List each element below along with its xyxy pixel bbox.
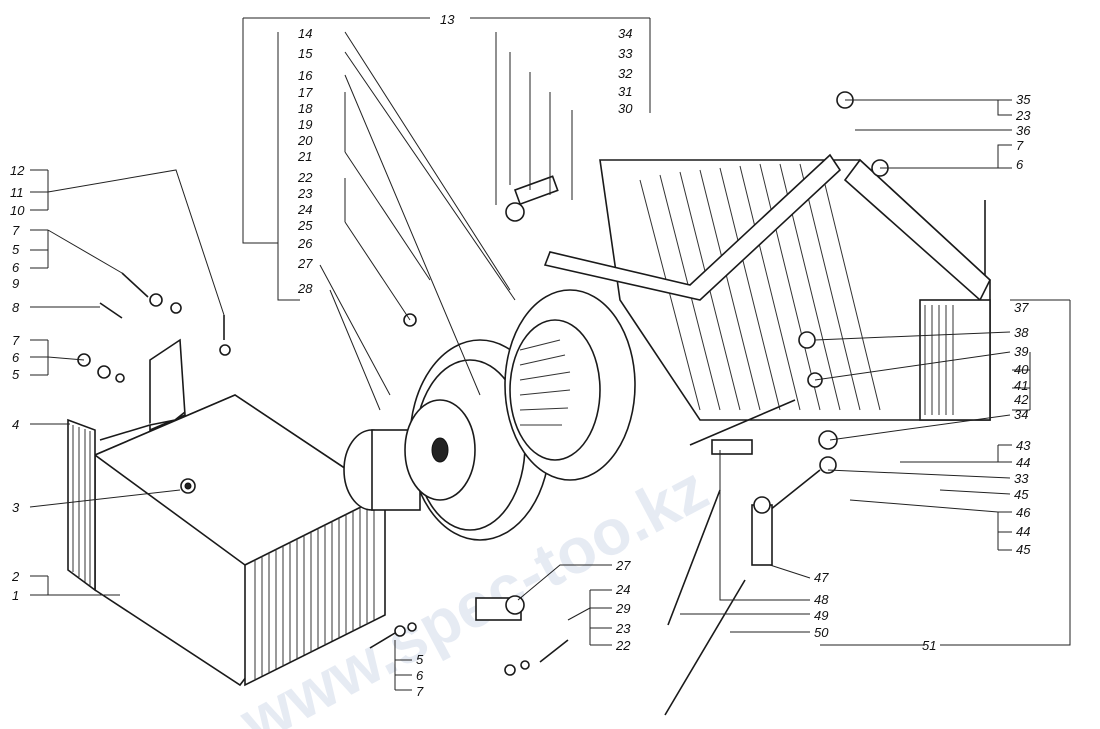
callout-50: 50 [814, 625, 829, 640]
callout-39: 39 [1014, 344, 1028, 359]
callout-12: 12 [10, 163, 25, 178]
leader-lines [29, 17, 1071, 691]
callout-48: 48 [814, 592, 829, 607]
callout-21: 21 [297, 149, 312, 164]
callout-43: 43 [1016, 438, 1031, 453]
callout-22: 22 [297, 170, 313, 185]
callout-8: 8 [12, 300, 20, 315]
callout-24: 24 [297, 202, 312, 217]
callout-23: 23 [297, 186, 313, 201]
callout-42: 42 [1014, 392, 1029, 407]
callout-28: 28 [297, 281, 313, 296]
callout-15: 15 [298, 46, 313, 61]
callout-9: 9 [12, 276, 19, 291]
callout-16: 16 [298, 68, 313, 83]
callout-31: 31 [618, 84, 632, 99]
callout-45: 45 [1014, 487, 1029, 502]
callout-11: 11 [10, 185, 24, 200]
callout-6-left: 6 [12, 260, 20, 275]
callout-20: 20 [297, 133, 313, 148]
mounting-bracket [99, 338, 186, 441]
fittings [403, 91, 889, 474]
callout-23-bottom: 23 [615, 621, 631, 636]
callout-7-left: 7 [12, 223, 20, 238]
heater-radiator-core [599, 158, 991, 421]
callout-44: 44 [1016, 455, 1030, 470]
fan-motor-assembly [343, 289, 636, 541]
left-fasteners [77, 272, 231, 494]
callout-33-top: 33 [618, 46, 633, 61]
callout-6-bottom: 6 [416, 668, 424, 683]
bottom-small-parts [369, 595, 569, 676]
callout-34-top: 34 [618, 26, 632, 41]
callout-27-bottom: 27 [615, 558, 631, 573]
callout-51: 51 [922, 638, 936, 653]
callout-2: 2 [11, 569, 20, 584]
callout-47: 47 [814, 570, 829, 585]
callout-41: 41 [1014, 378, 1028, 393]
callout-45-b: 45 [1016, 542, 1031, 557]
callout-1: 1 [12, 588, 19, 603]
callout-5-left: 5 [12, 242, 20, 257]
brace-strap [543, 153, 842, 301]
callout-6-right: 6 [1016, 157, 1024, 172]
callout-30: 30 [618, 101, 633, 116]
hoses [664, 399, 821, 716]
callout-32: 32 [618, 66, 633, 81]
callout-7-right: 7 [1016, 138, 1024, 153]
callout-18: 18 [298, 101, 313, 116]
callout-3: 3 [12, 500, 20, 515]
callout-22-bottom: 22 [615, 638, 631, 653]
callout-14: 14 [298, 26, 312, 41]
callout-23-right: 23 [1015, 108, 1031, 123]
callout-labels: 13 14 15 16 17 18 19 20 21 22 23 24 25 2… [10, 12, 1031, 699]
callout-27: 27 [297, 256, 313, 271]
callout-13: 13 [440, 12, 455, 27]
callout-29: 29 [615, 601, 630, 616]
heater-housing-box [67, 394, 387, 687]
callout-26: 26 [297, 236, 313, 251]
callout-17: 17 [298, 85, 313, 100]
callout-44-b: 44 [1016, 524, 1030, 539]
callout-7-left-2: 7 [12, 333, 20, 348]
callout-19: 19 [298, 117, 312, 132]
callout-38: 38 [1014, 325, 1029, 340]
callout-36: 36 [1016, 123, 1031, 138]
callout-4: 4 [12, 417, 19, 432]
callout-40: 40 [1014, 362, 1029, 377]
callout-49: 49 [814, 608, 828, 623]
callout-34-right: 34 [1014, 407, 1028, 422]
callout-35: 35 [1016, 92, 1031, 107]
callout-25: 25 [297, 218, 313, 233]
drain-tap [751, 496, 773, 566]
callout-37: 37 [1014, 300, 1029, 315]
callout-5-bottom: 5 [416, 652, 424, 667]
callout-24-bottom: 24 [615, 582, 630, 597]
callout-46: 46 [1016, 505, 1031, 520]
callout-10: 10 [10, 203, 25, 218]
callout-5-left-2: 5 [12, 367, 20, 382]
callout-33-right: 33 [1014, 471, 1029, 486]
callout-7-bottom: 7 [416, 684, 424, 699]
callout-6-left-2: 6 [12, 350, 20, 365]
